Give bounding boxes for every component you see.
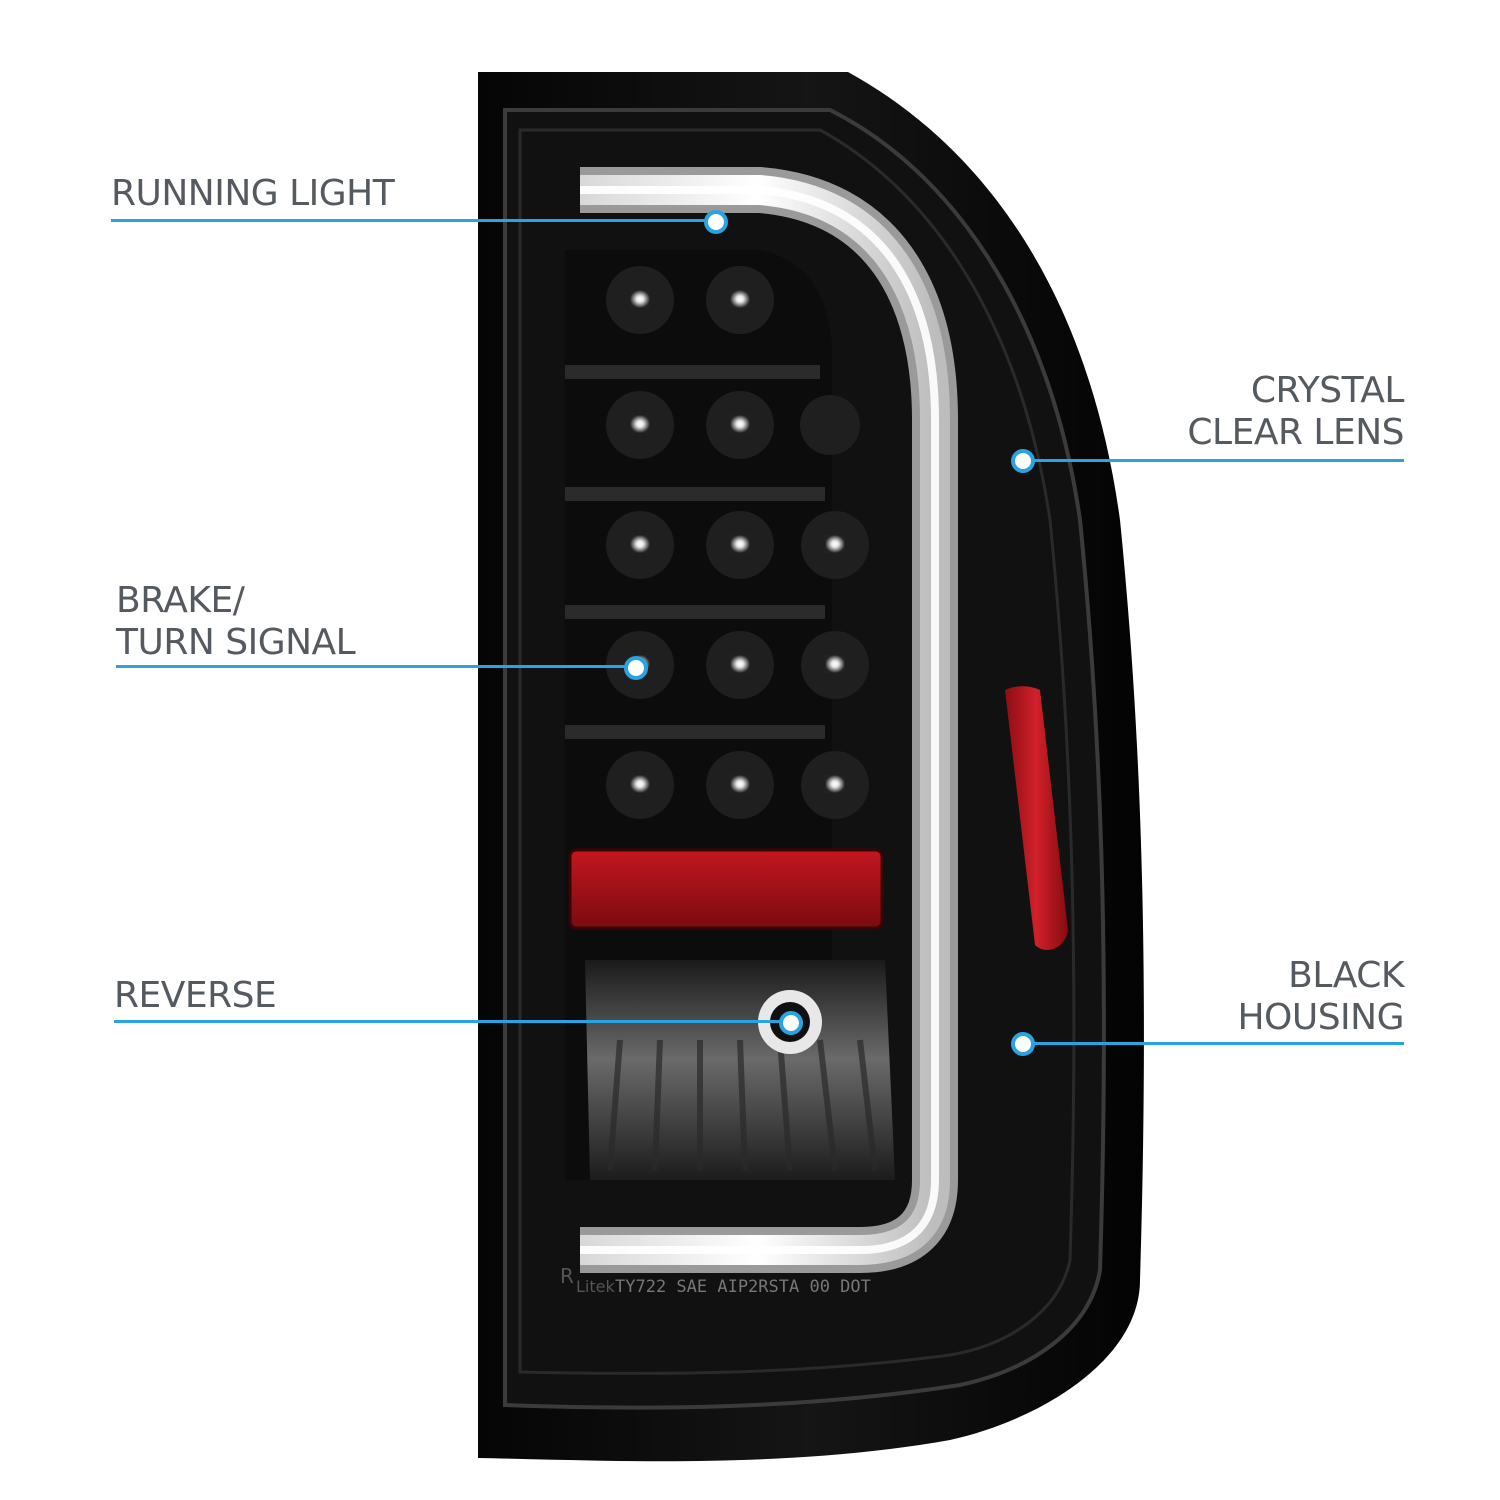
callout-black-housing: BLACK HOUSING [1237, 955, 1404, 1039]
red-reflector-strip [570, 850, 882, 928]
brake-line1: BRAKE/ [116, 580, 245, 621]
crystal-clear-lens-leader [1030, 459, 1404, 462]
led-cavity [565, 250, 832, 1180]
crystal-clear-lens-marker-icon [1011, 449, 1035, 473]
black-line2: HOUSING [1237, 997, 1404, 1038]
lens-brand-text: Litek [576, 1277, 615, 1296]
callout-crystal-clear-lens: CRYSTAL CLEAR LENS [1187, 370, 1404, 454]
crystal-line2: CLEAR LENS [1187, 412, 1404, 453]
brake-turn-signal-leader [116, 665, 628, 668]
callout-running-light: RUNNING LIGHT [111, 173, 395, 215]
lens-brand-mark: R [560, 1264, 574, 1288]
reverse-marker-icon [779, 1011, 803, 1035]
led-row-3 [606, 511, 869, 579]
lens-marking: TY722 SAE AIP2RSTA 00 DOT [615, 1277, 871, 1297]
side-reflector [1005, 686, 1068, 950]
crystal-line1: CRYSTAL [1250, 370, 1405, 411]
reverse-leader [114, 1020, 782, 1023]
brake-turn-signal-marker-icon [624, 656, 648, 680]
running-light-label: RUNNING LIGHT [111, 173, 395, 214]
black-housing-leader [1030, 1042, 1404, 1045]
brake-line2: TURN SIGNAL [116, 622, 356, 663]
led-row-2 [606, 391, 860, 459]
led-row-1 [606, 266, 774, 334]
black-housing-marker-icon [1011, 1032, 1035, 1056]
led-separators [565, 365, 825, 739]
callout-brake-turn-signal: BRAKE/ TURN SIGNAL [116, 580, 356, 664]
running-light-leader [111, 219, 707, 222]
reverse-label: REVERSE [114, 975, 277, 1016]
callout-reverse: REVERSE [114, 975, 277, 1017]
running-light-marker-icon [704, 210, 728, 234]
black-line1: BLACK [1288, 955, 1404, 996]
led-row-5 [606, 751, 869, 819]
